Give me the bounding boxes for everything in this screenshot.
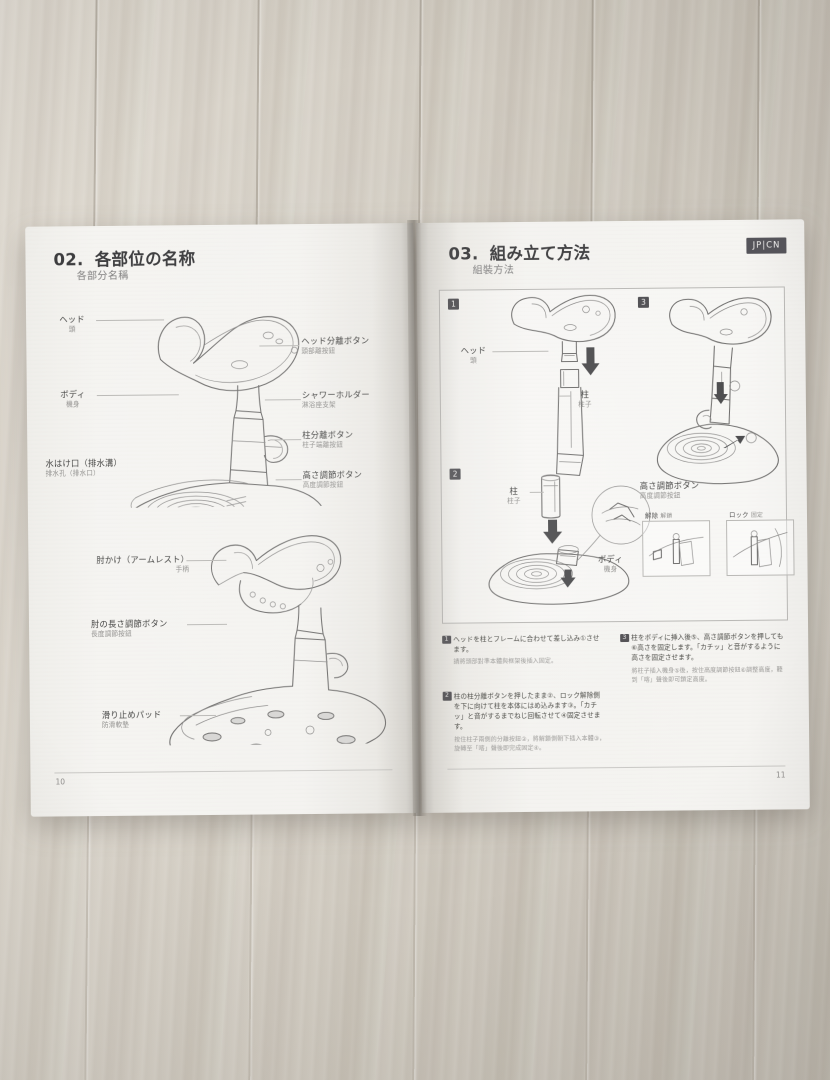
caption-column-left: 1 ヘッドを柱とフレームに合わせて差し込み①させます。 請將頭部對準本體與框架後… [442, 633, 607, 761]
callout-arm-length-button: 肘の長さ調節ボタン 長度調節按鈕 [91, 618, 168, 639]
callout-drain-hole: 水はけ口（排水溝） 排水孔（排水口） [45, 458, 122, 479]
panel2-label-body-cn: 機身 [603, 565, 618, 574]
open-booklet: 02. 各部位の名称 各部分名稱 [25, 219, 810, 817]
lock-illustration [731, 524, 789, 571]
booklet-right-page: 03. 組み立て方法 組裝方法 JP|CN 1 [416, 219, 810, 813]
callout-column-release-button: 柱分離ボタン 柱子端離按鈕 [302, 430, 353, 451]
footer-rule [54, 769, 393, 774]
right-page-number: 11 [775, 770, 786, 780]
mini-box-caption-lock: ロック 固定 [729, 510, 763, 519]
leader-line [275, 479, 302, 481]
callout-head-cn: 頭 [68, 325, 76, 334]
callout-drain-hole-jp: 水はけ口（排水溝） [45, 457, 122, 469]
callout-armrest-cn: 手柄 [175, 565, 190, 574]
panel2-label-column-cn: 柱子 [507, 497, 521, 506]
caption-1-cn: 請將頭部對準本體與框架後插入固定。 [453, 658, 558, 667]
callout-height-adjust-button: 高さ調節ボタン 高度調節按鈕 [303, 470, 363, 491]
callout-drain-hole-cn: 排水孔（排水口） [45, 469, 100, 478]
panel1-label-head-jp: ヘッド [460, 345, 487, 356]
leader-line [259, 345, 300, 347]
caption-badge-1: 1 [442, 635, 451, 644]
panel3-label-height-button-cn: 高度調節按鈕 [639, 491, 681, 501]
callout-anti-slip-pad: 滑り止めパッド 防滑軟墊 [102, 709, 162, 730]
leader-line [96, 394, 179, 397]
callout-column-release-button-cn: 柱子端離按鈕 [302, 440, 344, 450]
caption-3-cn: 將柱子插入機身⑤後，按住高度調節按鈕⑥調整高度，聽到「喀」聲後即可鎖定高度。 [631, 666, 783, 684]
mini-box-lock [726, 519, 795, 577]
panel3-illustration [648, 293, 786, 506]
booklet-left-page: 02. 各部位の名称 各部分名稱 [25, 223, 419, 817]
callout-body: ボディ 機身 [51, 389, 95, 409]
leader-line [96, 319, 165, 322]
callout-arm-length-button-jp: 肘の長さ調節ボタン [90, 618, 168, 630]
mini-box-lock-cn: 固定 [750, 512, 764, 519]
panel1-label-head-cn: 頭 [470, 356, 477, 365]
callout-arm-length-button-cn: 長度調節按鈕 [91, 629, 132, 639]
panel-number-3: 3 [637, 296, 649, 308]
mini-box-unlock-cn: 解鎖 [660, 513, 673, 520]
panel1-label-column-cn: 柱子 [578, 400, 592, 409]
caption-badge-3: 3 [620, 633, 629, 643]
mini-box-unlock-jp: 解除 [644, 511, 659, 520]
mini-box-lock-jp: ロック [728, 510, 749, 520]
leader-line [529, 491, 544, 493]
caption-2-jp: 柱の柱分離ボタンを押したまま②、ロック解除側を下に向けて柱を本体にはめ込みます③… [453, 690, 601, 732]
leader-line [273, 439, 302, 441]
panel2-label-column: 柱 柱子 [498, 486, 530, 506]
caption-row-1: 1 ヘッドを柱とフレームに合わせて差し込み①させます。 請將頭部對準本體與框架後… [442, 633, 606, 667]
caption-2-cn: 按住柱子兩側的分離按鈕②，將解鎖側朝下插入本體③，旋轉至「喀」聲後即完成固定④。 [454, 734, 606, 753]
callout-head-release-button-cn: 頭部離按鈕 [301, 346, 336, 356]
callout-body-cn: 機身 [66, 400, 80, 409]
leader-line [264, 399, 301, 401]
footer-rule [447, 765, 786, 770]
leader-line [492, 350, 549, 353]
leader-line [558, 395, 571, 397]
panel-number-1: 1 [447, 298, 460, 310]
callout-body-jp: ボディ [60, 389, 86, 400]
caption-badge-2: 2 [442, 691, 452, 701]
panel2-label-body-jp: ボディ [597, 554, 623, 565]
caption-3-jp: 柱をボディに挿入後⑤、高さ調節ボタンを押しても⑥高さを固定します。「カチッ」と音… [631, 632, 784, 663]
right-page-section-heading: 03. 組み立て方法 [448, 239, 590, 264]
leader-line [186, 559, 227, 562]
panel-number-2: 2 [449, 468, 461, 480]
callout-height-adjust-button-cn: 高度調節按鈕 [302, 480, 344, 490]
leader-line [179, 714, 216, 717]
callout-shower-holder-jp: シャワーホルダー [301, 389, 370, 401]
mini-box-caption-unlock: 解除 解鎖 [644, 511, 673, 520]
left-section-title-cn: 各部分名稱 [76, 270, 129, 283]
panel3-label-height-button-jp: 高さ調節ボタン [639, 480, 700, 491]
callout-shower-holder-cn: 淋浴座支架 [301, 400, 336, 410]
caption-row-2: 2 柱の柱分離ボタンを押したまま②、ロック解除側を下に向けて柱を本体にはめ込みま… [442, 690, 608, 754]
right-section-title-cn: 組裝方法 [472, 265, 515, 277]
language-badge: JP|CN [746, 237, 787, 254]
callout-head: ヘッド 頭 [50, 314, 94, 334]
unlock-illustration [647, 525, 705, 572]
caption-1-jp: ヘッドを柱とフレームに合わせて差し込み①させます。 [453, 634, 600, 654]
paper-texture [25, 223, 419, 817]
callout-head-release-button: ヘッド分離ボタン 頭部離按鈕 [301, 335, 369, 356]
callout-armrest: 肘かけ（アームレスト） 手柄 [96, 554, 189, 575]
callout-head-release-button-jp: ヘッド分離ボタン [301, 335, 370, 347]
panel1-illustration [488, 291, 640, 482]
callout-height-adjust-button-jp: 高さ調節ボタン [302, 469, 363, 481]
callout-column-release-button-jp: 柱分離ボタン [302, 429, 354, 441]
mini-box-unlock [642, 520, 711, 577]
panel1-label-column-jp: 柱 [580, 389, 590, 400]
assembly-diagram-frame: 1 [438, 286, 795, 624]
callout-anti-slip-pad-jp: 滑り止めパッド [101, 709, 162, 721]
panel3-label-height-button: 高さ調節ボタン 高度調節按鈕 [640, 480, 700, 501]
caption-row-3: 3 柱をボディに挿入後⑤、高さ調節ボタンを押しても⑥高さを固定します。「カチッ」… [620, 631, 784, 685]
callout-shower-holder: シャワーホルダー 淋浴座支架 [302, 389, 370, 410]
panel2-label-body: ボディ 機身 [592, 554, 628, 574]
leader-line [187, 623, 228, 626]
page-curl-shadow [371, 223, 419, 814]
panel2-label-column-jp: 柱 [509, 486, 519, 497]
callout-head-jp: ヘッド [59, 314, 85, 325]
left-page-number: 10 [55, 777, 66, 787]
callout-anti-slip-pad-cn: 防滑軟墊 [101, 720, 130, 730]
panel1-label-column: 柱 柱子 [569, 389, 601, 409]
caption-column-right: 3 柱をボディに挿入後⑤、高さ調節ボタンを押しても⑥高さを固定します。「カチッ」… [620, 631, 785, 692]
panel1-label-head: ヘッド 頭 [455, 345, 491, 365]
